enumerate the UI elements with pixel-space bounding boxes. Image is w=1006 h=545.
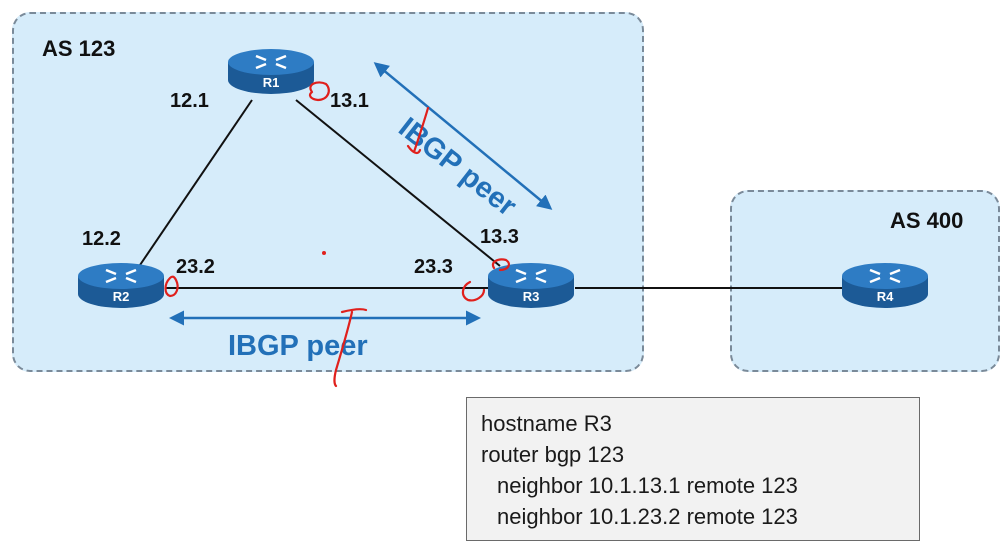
ip-label-13-1: 13.1 — [330, 90, 369, 112]
config-line: hostname R3 — [481, 411, 612, 436]
router-r1-label: R1 — [262, 75, 280, 90]
config-line: neighbor 10.1.13.1 remote 123 — [497, 473, 798, 498]
router-icon — [78, 263, 164, 308]
router-icon — [842, 263, 928, 308]
as-400-label: AS 400 — [890, 208, 964, 233]
ip-label-12-2: 12.2 — [82, 228, 121, 250]
r3-config-box: hostname R3 router bgp 123 neighbor 10.1… — [466, 397, 920, 541]
config-line: neighbor 10.1.23.2 remote 123 — [497, 504, 798, 529]
router-r4-label: R4 — [876, 289, 894, 304]
router-icon — [228, 49, 314, 94]
router-r3[interactable]: R3 — [486, 262, 576, 310]
ibgp-peer-label-r2-r3: IBGP peer — [228, 330, 368, 362]
ip-label-23-2: 23.2 — [176, 256, 215, 278]
ip-label-13-3: 13.3 — [480, 226, 519, 248]
config-line: router bgp 123 — [481, 442, 625, 467]
as-123-label: AS 123 — [42, 36, 116, 61]
ip-label-23-3: 23.3 — [414, 256, 453, 278]
router-r1[interactable]: R1 — [226, 48, 316, 96]
ip-label-12-1: 12.1 — [170, 90, 209, 112]
router-r2[interactable]: R2 — [76, 262, 166, 310]
as-123-area — [12, 12, 644, 372]
router-r3-label: R3 — [522, 289, 540, 304]
router-r4[interactable]: R4 — [840, 262, 930, 310]
router-r2-label: R2 — [112, 289, 130, 304]
